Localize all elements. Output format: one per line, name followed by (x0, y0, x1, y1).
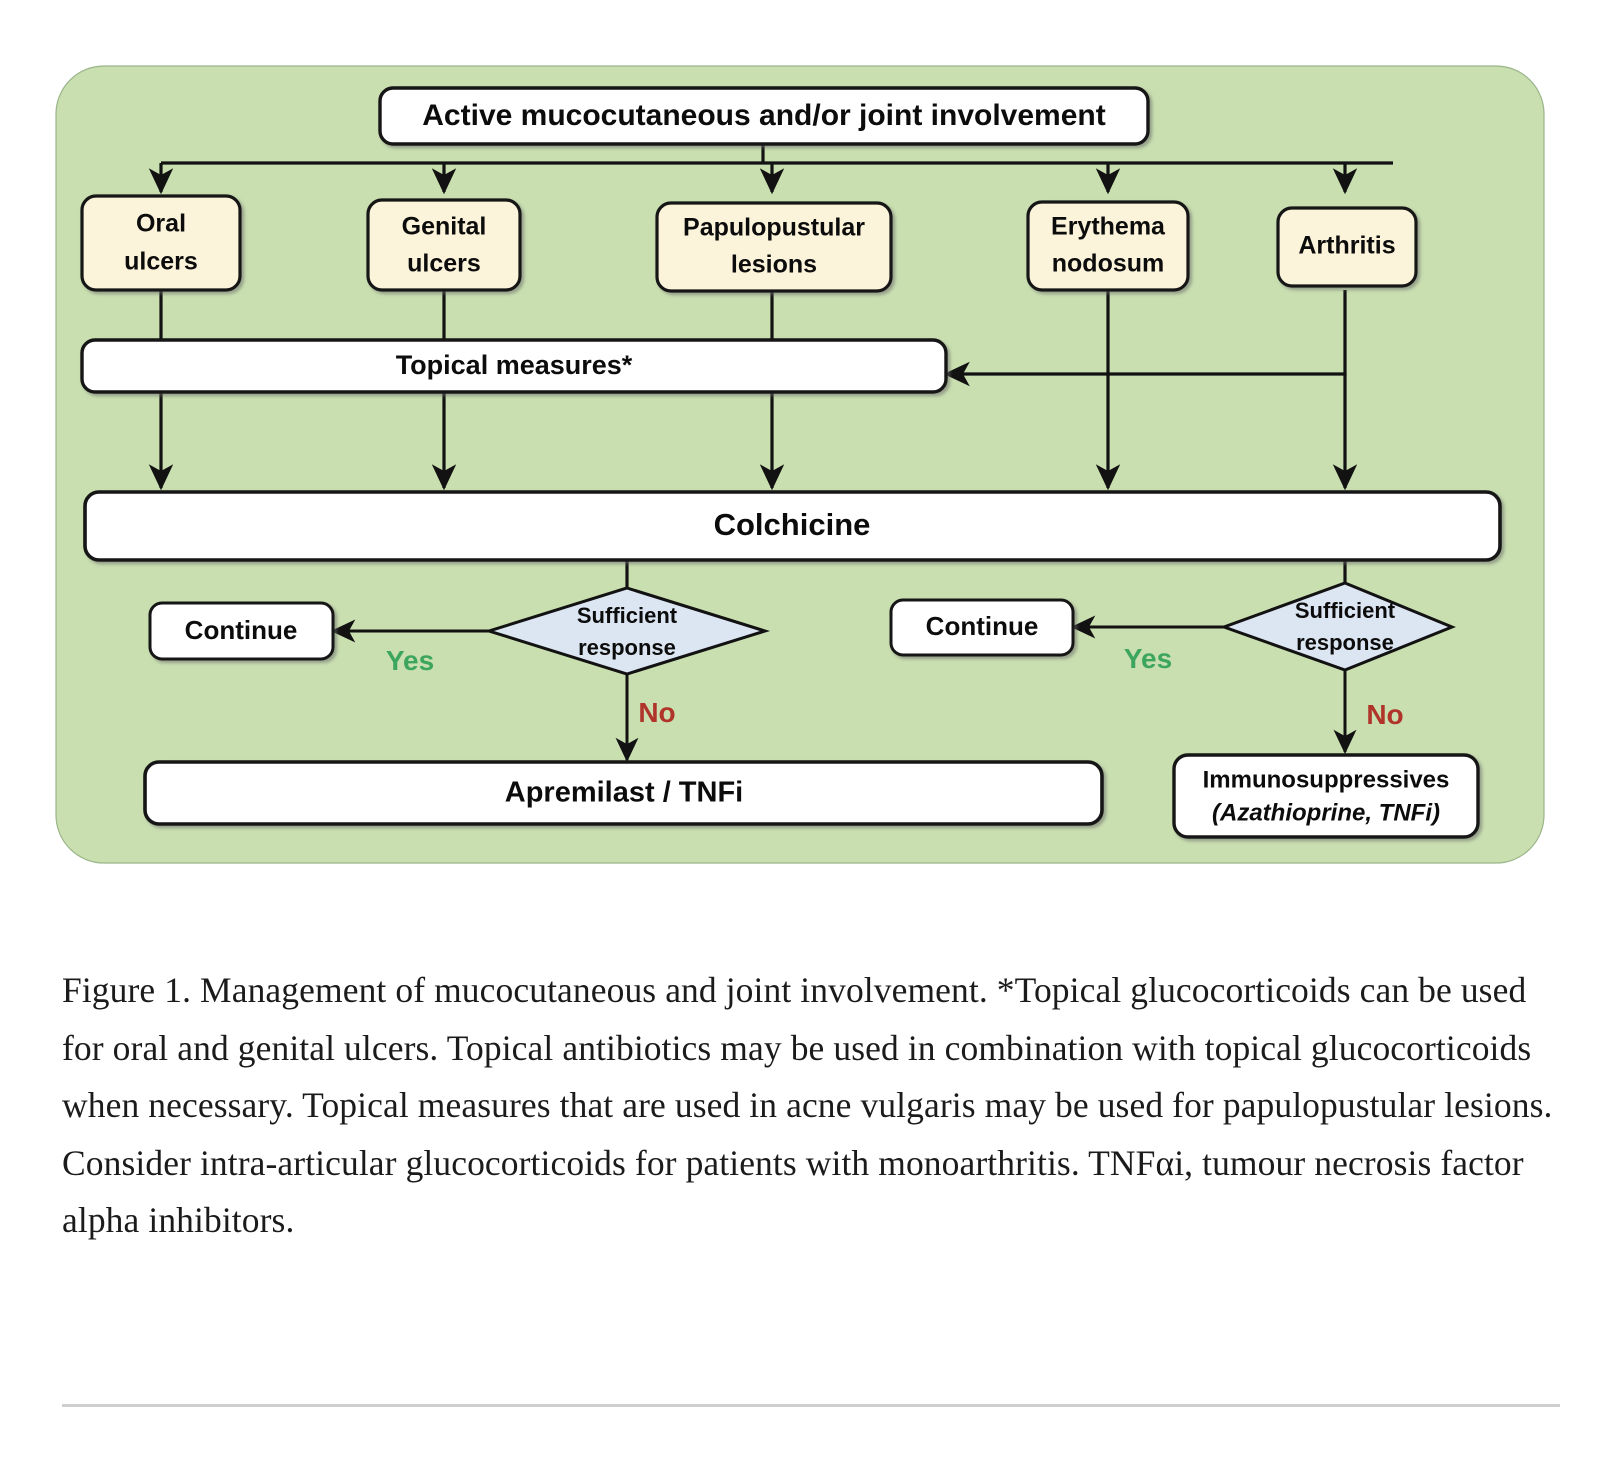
no-label-right: No (1366, 699, 1403, 730)
immunosuppressives-line2: (Azathioprine, TNFi) (1212, 799, 1440, 826)
papulopustular-line1: Papulopustular (683, 214, 865, 242)
decision-sufficient-response-left[interactable]: Sufficient response (483, 586, 771, 676)
green-background-panel (55, 65, 1545, 864)
arthritis-label: Arthritis (1298, 232, 1395, 260)
node-topical-measures[interactable]: Topical measures* (80, 338, 948, 394)
connector-yes-branches (330, 615, 1225, 643)
caption-divider-rule (62, 1404, 1560, 1407)
continue-right-label: Continue (926, 611, 1039, 641)
node-erythema-nodosum[interactable]: Erythema nodosum (1026, 200, 1190, 292)
oral-ulcers-line2: ulcers (124, 248, 198, 276)
connector-no-branches (615, 670, 1357, 763)
erythema-line2: nodosum (1052, 250, 1165, 278)
decision-right-line2: response (1296, 630, 1394, 655)
no-label-left: No (638, 697, 675, 728)
connector-root-to-categories (148, 144, 1393, 195)
decision-left-line1: Sufficient (577, 603, 678, 628)
node-arthritis[interactable]: Arthritis (1276, 206, 1418, 288)
node-active-involvement[interactable]: Active mucocutaneous and/or joint involv… (378, 86, 1150, 146)
node-continue-right[interactable]: Continue (889, 598, 1075, 657)
papulopustular-line2: lesions (731, 251, 817, 279)
erythema-line1: Erythema (1051, 213, 1166, 241)
decision-right-line1: Sufficient (1295, 598, 1396, 623)
topical-measures-label: Topical measures* (396, 350, 633, 380)
figure-caption: Figure 1. Management of mucocutaneous an… (62, 970, 1553, 1240)
continue-left-label: Continue (185, 615, 298, 645)
node-immunosuppressives[interactable]: Immunosuppressives (Azathioprine, TNFi) (1172, 753, 1480, 839)
decision-sufficient-response-right[interactable]: Sufficient response (1219, 581, 1456, 672)
node-papulopustular-lesions[interactable]: Papulopustular lesions (655, 201, 893, 293)
node-oral-ulcers[interactable]: Oral ulcers (80, 194, 242, 292)
immunosuppressives-line1: Immunosuppressives (1203, 766, 1450, 793)
colchicine-label: Colchicine (714, 507, 871, 542)
connector-to-colchicine (148, 290, 1358, 491)
node-colchicine[interactable]: Colchicine (83, 490, 1502, 562)
node-continue-left[interactable]: Continue (148, 601, 335, 661)
apremilast-label: Apremilast / TNFi (505, 777, 744, 809)
node-genital-ulcers[interactable]: Genital ulcers (366, 198, 522, 292)
decision-left-line2: response (578, 635, 676, 660)
yes-label-left: Yes (386, 645, 434, 676)
connector-colchicine-to-decisions (625, 560, 1347, 588)
genital-ulcers-line2: ulcers (407, 250, 481, 278)
node-apremilast-tnfi[interactable]: Apremilast / TNFi (143, 760, 1104, 826)
root-label: Active mucocutaneous and/or joint involv… (422, 99, 1105, 132)
figure-panel: Active mucocutaneous and/or joint involv… (55, 65, 1545, 864)
genital-ulcers-line1: Genital (402, 213, 487, 241)
yes-label-right: Yes (1124, 643, 1172, 674)
flowchart-diagram: Active mucocutaneous and/or joint involv… (55, 65, 1545, 864)
oral-ulcers-line1: Oral (136, 210, 186, 238)
